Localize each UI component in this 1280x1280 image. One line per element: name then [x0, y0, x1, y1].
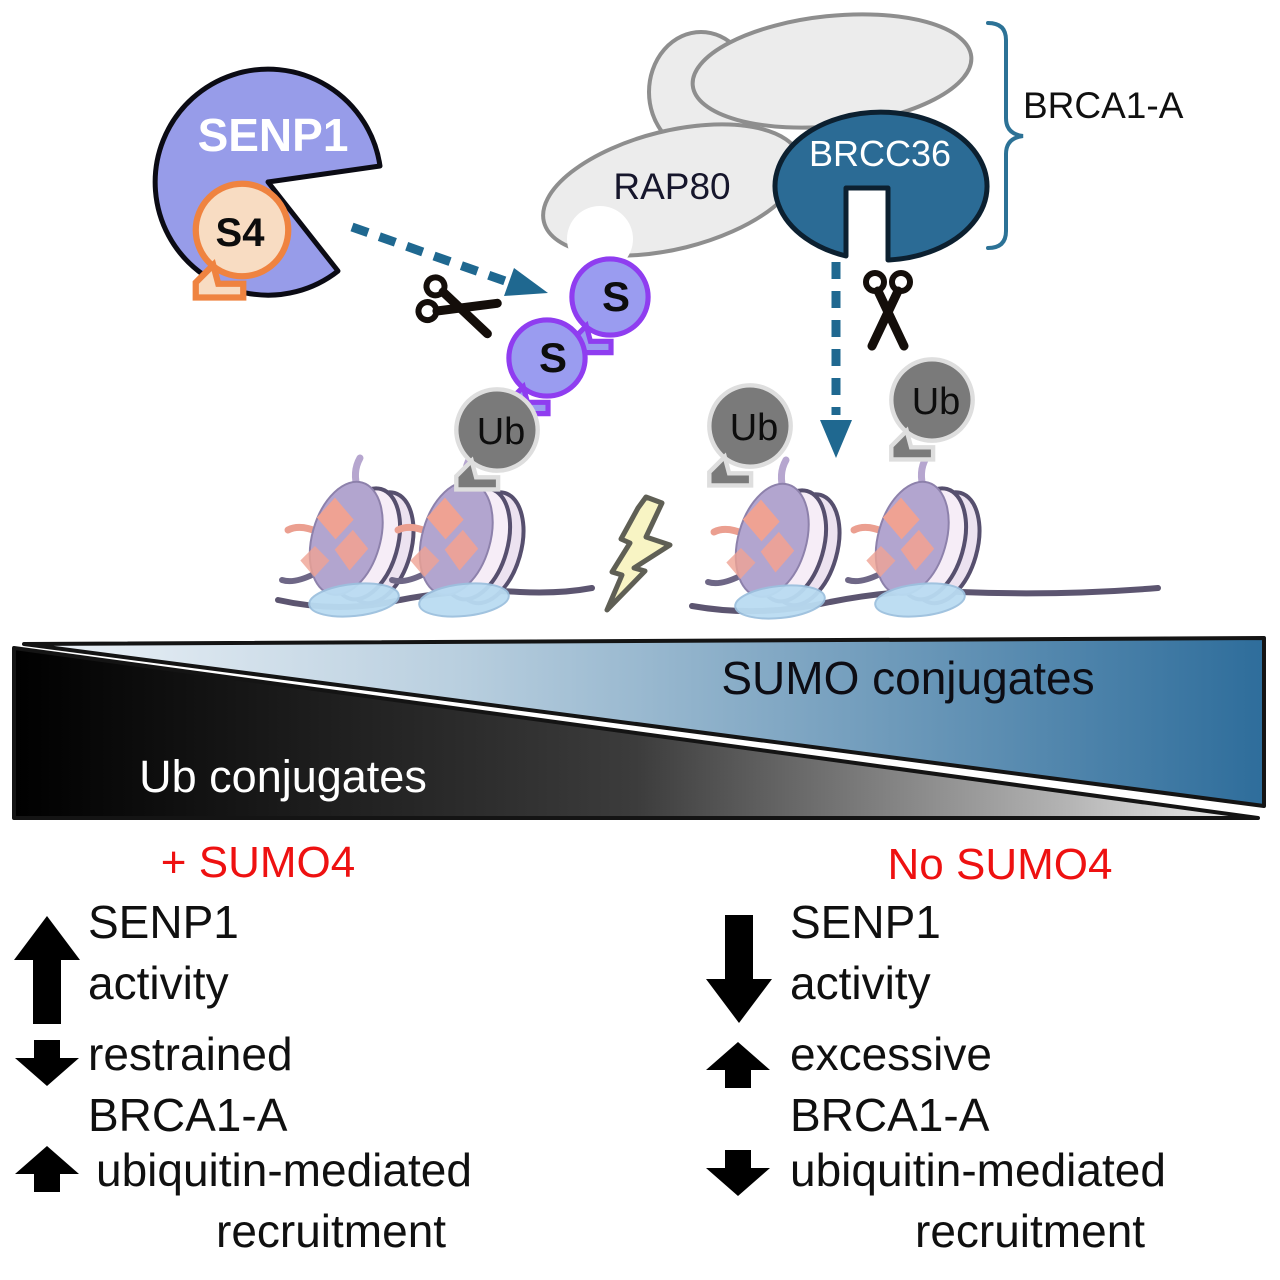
ub-label-left: Ub — [477, 411, 526, 453]
right-row2-line1: excessive — [790, 1028, 992, 1080]
right-row2-line2: BRCA1-A — [790, 1089, 990, 1141]
right-row2-text: excessive BRCA1-A — [790, 1024, 992, 1146]
conjugates-gradient-bar: SUMO conjugates Ub conjugates — [12, 636, 1266, 820]
left-row1-text: SENP1 activity — [88, 892, 239, 1014]
condition-title-no-sumo4: No SUMO4 — [887, 840, 1113, 889]
s4-label: S4 — [216, 211, 266, 255]
small-down-arrow-icon-right — [706, 1150, 770, 1196]
brca1a-label: BRCA1-A — [1023, 85, 1184, 126]
large-up-arrow-icon — [14, 916, 80, 1024]
rap80-label: RAP80 — [613, 166, 730, 207]
brcc36-cleavage-arrow — [820, 262, 852, 458]
scissors-icon-right — [866, 273, 910, 346]
pathway-diagram: RAP80 BRCC36 BRCA1-A SENP1 S4 S S — [152, 12, 1184, 632]
right-row3-text: ubiquitin-mediated recruitment — [790, 1140, 1166, 1262]
right-row3-line1: ubiquitin-mediated — [790, 1144, 1166, 1196]
sumo-label-upper: S — [602, 273, 630, 320]
right-row1-text: SENP1 activity — [790, 892, 941, 1014]
right-row3-line2: recruitment — [915, 1205, 1146, 1257]
left-row2-text: restrained BRCA1-A — [88, 1024, 293, 1146]
large-down-arrow-icon — [706, 915, 772, 1023]
right-row1-line2: activity — [790, 957, 931, 1009]
sumo-gradient-triangle — [22, 636, 1266, 808]
left-row1-line1: SENP1 — [88, 896, 239, 948]
senp1-cleavage-arrow — [350, 222, 548, 296]
scissors-icon-left — [416, 275, 499, 339]
ub-label-mid: Ub — [730, 407, 779, 449]
ub-gradient-triangle — [12, 646, 1260, 820]
right-row1-line1: SENP1 — [790, 896, 941, 948]
sumo-label-lower: S — [539, 334, 567, 381]
ub-conjugates-label: Ub conjugates — [139, 751, 427, 802]
condition-title-plus-sumo4: + SUMO4 — [160, 838, 356, 887]
left-row2-line2: BRCA1-A — [88, 1089, 288, 1141]
small-up-arrow-icon — [15, 1146, 79, 1192]
left-row2-line1: restrained — [88, 1028, 293, 1080]
small-down-arrow-icon — [15, 1040, 79, 1086]
brcc36-pacman — [772, 109, 990, 263]
left-row3-line2: recruitment — [216, 1205, 447, 1257]
rap80-binding-notch — [567, 206, 633, 272]
left-row3-line1: ubiquitin-mediated — [96, 1144, 472, 1196]
dna-damage-lightning-icon — [604, 494, 673, 613]
left-row1-line2: activity — [88, 957, 229, 1009]
brcc36-label: BRCC36 — [809, 133, 951, 174]
left-row3-text: ubiquitin-mediated recruitment — [96, 1140, 472, 1262]
ub-label-right: Ub — [912, 381, 961, 423]
small-up-arrow-icon-right — [706, 1042, 770, 1088]
brca1a-brace — [986, 21, 1024, 250]
sumo-conjugates-label: SUMO conjugates — [721, 652, 1094, 704]
senp1-label: SENP1 — [198, 109, 349, 161]
